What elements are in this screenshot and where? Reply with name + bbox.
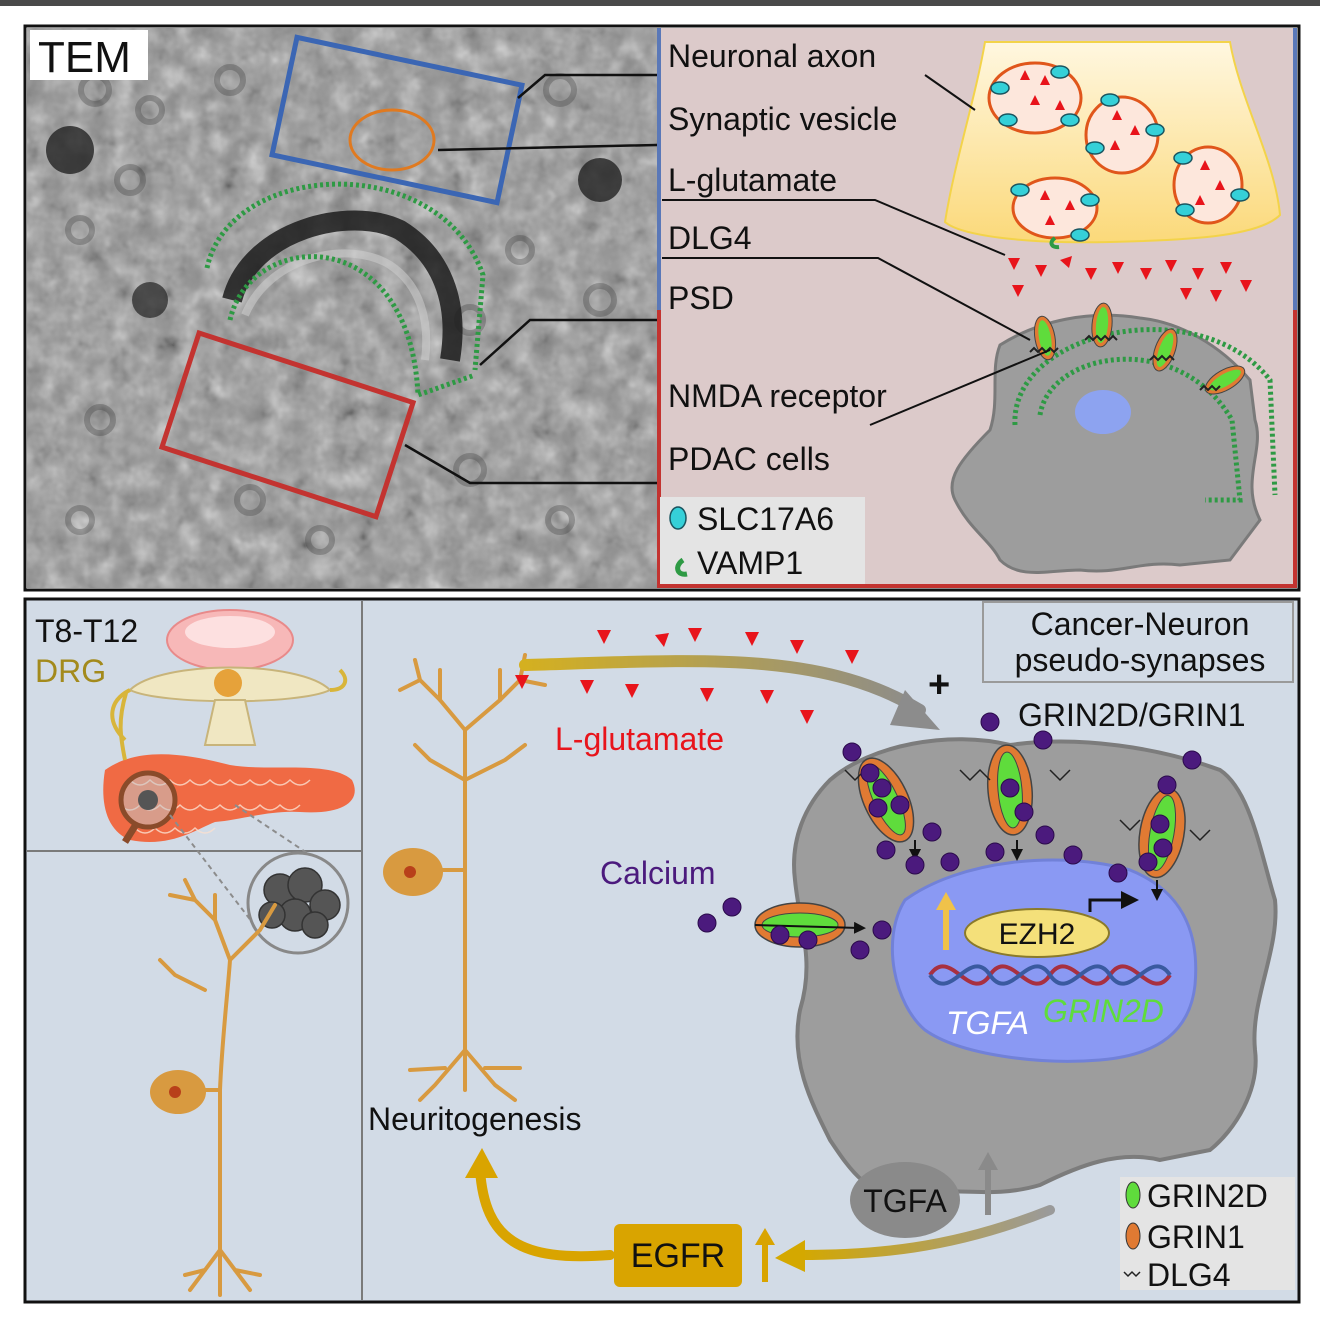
calcium-label: Calcium xyxy=(600,855,716,891)
schematic-pointer-lines xyxy=(662,74,1051,426)
tem-micrograph xyxy=(27,28,657,588)
box-title-line1: Cancer-Neuron xyxy=(1031,606,1250,642)
vesicles xyxy=(987,61,1244,240)
calcium-ions xyxy=(697,712,1202,960)
pdac-cell-schematic xyxy=(950,313,1262,574)
label-pdac-cells: PDAC cells xyxy=(668,441,830,477)
receptor-label: GRIN2D/GRIN1 xyxy=(1018,697,1246,733)
ezh2-oval xyxy=(964,908,1110,958)
glutamate-label: L-glutamate xyxy=(555,721,724,757)
transcription-arrow xyxy=(1088,891,1139,912)
label-l-glutamate: L-glutamate xyxy=(668,162,837,198)
tgfa-to-egfr-arrow xyxy=(795,1205,1055,1260)
egfr-to-neuritogenesis-arrow xyxy=(475,1165,615,1262)
legend-slc17a6: SLC17A6 xyxy=(697,501,834,537)
axon-box xyxy=(269,34,525,206)
pancreas-illustration xyxy=(103,754,355,844)
grin2d-icon xyxy=(1125,1181,1141,1209)
bottom-glutamate xyxy=(515,628,859,724)
slc17a6-transporters xyxy=(990,65,1250,242)
tem-label: TEM xyxy=(38,33,131,82)
vertebra-illustration xyxy=(110,609,348,746)
tgfa-oval xyxy=(850,1162,960,1238)
grin2d-gene-label: GRIN2D xyxy=(1043,993,1164,1029)
top-legend xyxy=(660,497,865,584)
neuritogenesis-label: Neuritogenesis xyxy=(368,1101,581,1137)
glutamate-arrow xyxy=(519,655,926,716)
label-psd: PSD xyxy=(668,280,734,316)
plus-sign: + xyxy=(928,664,950,706)
grin1-icon xyxy=(1125,1222,1141,1250)
slc17a6-icon xyxy=(669,506,687,530)
dlg4-icon xyxy=(1123,1270,1141,1278)
dna-helix xyxy=(928,964,1172,986)
tgfa-gene-label: TGFA xyxy=(946,1005,1029,1041)
nucleus xyxy=(890,858,1198,1063)
pdac-nucleus xyxy=(1075,390,1131,434)
pseudo-synapse-box xyxy=(982,601,1294,683)
egfr-label: EGFR xyxy=(631,1237,725,1275)
vamp1-icon xyxy=(675,557,688,577)
psd-inner-dotted xyxy=(227,254,476,399)
ezh2-label: EZH2 xyxy=(999,918,1076,951)
released-glutamate xyxy=(1008,256,1252,302)
bottom-panel: T8-T12 DRG xyxy=(23,597,1301,1304)
psd-outer-dotted xyxy=(204,181,486,371)
legend-dlg4: DLG4 xyxy=(1147,1257,1231,1293)
label-dlg4: DLG4 xyxy=(668,220,752,256)
label-synaptic-vesicle: Synaptic vesicle xyxy=(668,101,897,137)
legend-grin1: GRIN1 xyxy=(1147,1219,1245,1255)
vesicle-circle xyxy=(348,108,436,172)
pdac-box xyxy=(158,329,417,520)
bottom-legend xyxy=(1120,1177,1295,1290)
drg-label: DRG xyxy=(35,653,106,689)
label-neuronal-axon: Neuronal axon xyxy=(668,38,876,74)
box-title-line2: pseudo-synapses xyxy=(1015,642,1266,678)
legend-vamp1: VAMP1 xyxy=(697,545,803,581)
label-nmda-receptor: NMDA receptor xyxy=(668,378,887,414)
legend-grin2d: GRIN2D xyxy=(1147,1178,1268,1214)
vertebra-label: T8-T12 xyxy=(35,613,138,649)
tumor-cluster xyxy=(258,867,341,939)
top-bar xyxy=(0,0,1320,6)
dlg4-zigzag xyxy=(1029,334,1221,392)
tgfa-protein-label: TGFA xyxy=(863,1183,947,1219)
vamp1-marker xyxy=(1049,236,1060,250)
vesicle-glutamate xyxy=(1020,70,1225,225)
top-panel: TEM xyxy=(23,24,1301,592)
egfr-box xyxy=(614,1224,742,1287)
ion-flow-arrows xyxy=(754,840,1163,934)
